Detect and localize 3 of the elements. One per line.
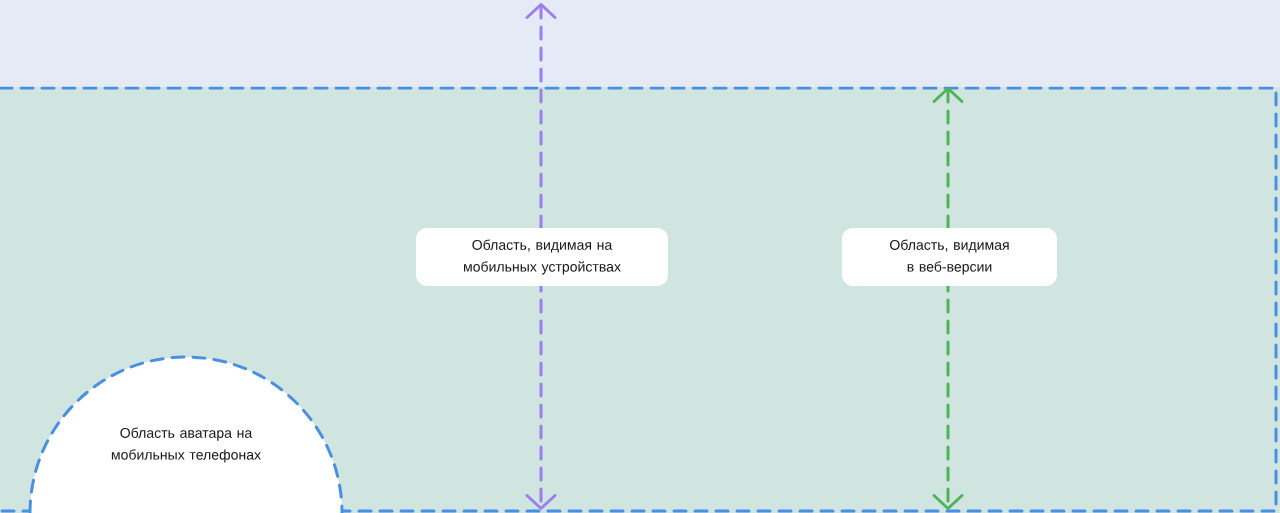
caption-box: Область, видимая на мобильных устройствах bbox=[416, 228, 668, 286]
caption-box: Область, видимая в веб-версии bbox=[842, 228, 1057, 286]
avatar-area: Область аватара на мобильных телефонах bbox=[28, 355, 344, 513]
